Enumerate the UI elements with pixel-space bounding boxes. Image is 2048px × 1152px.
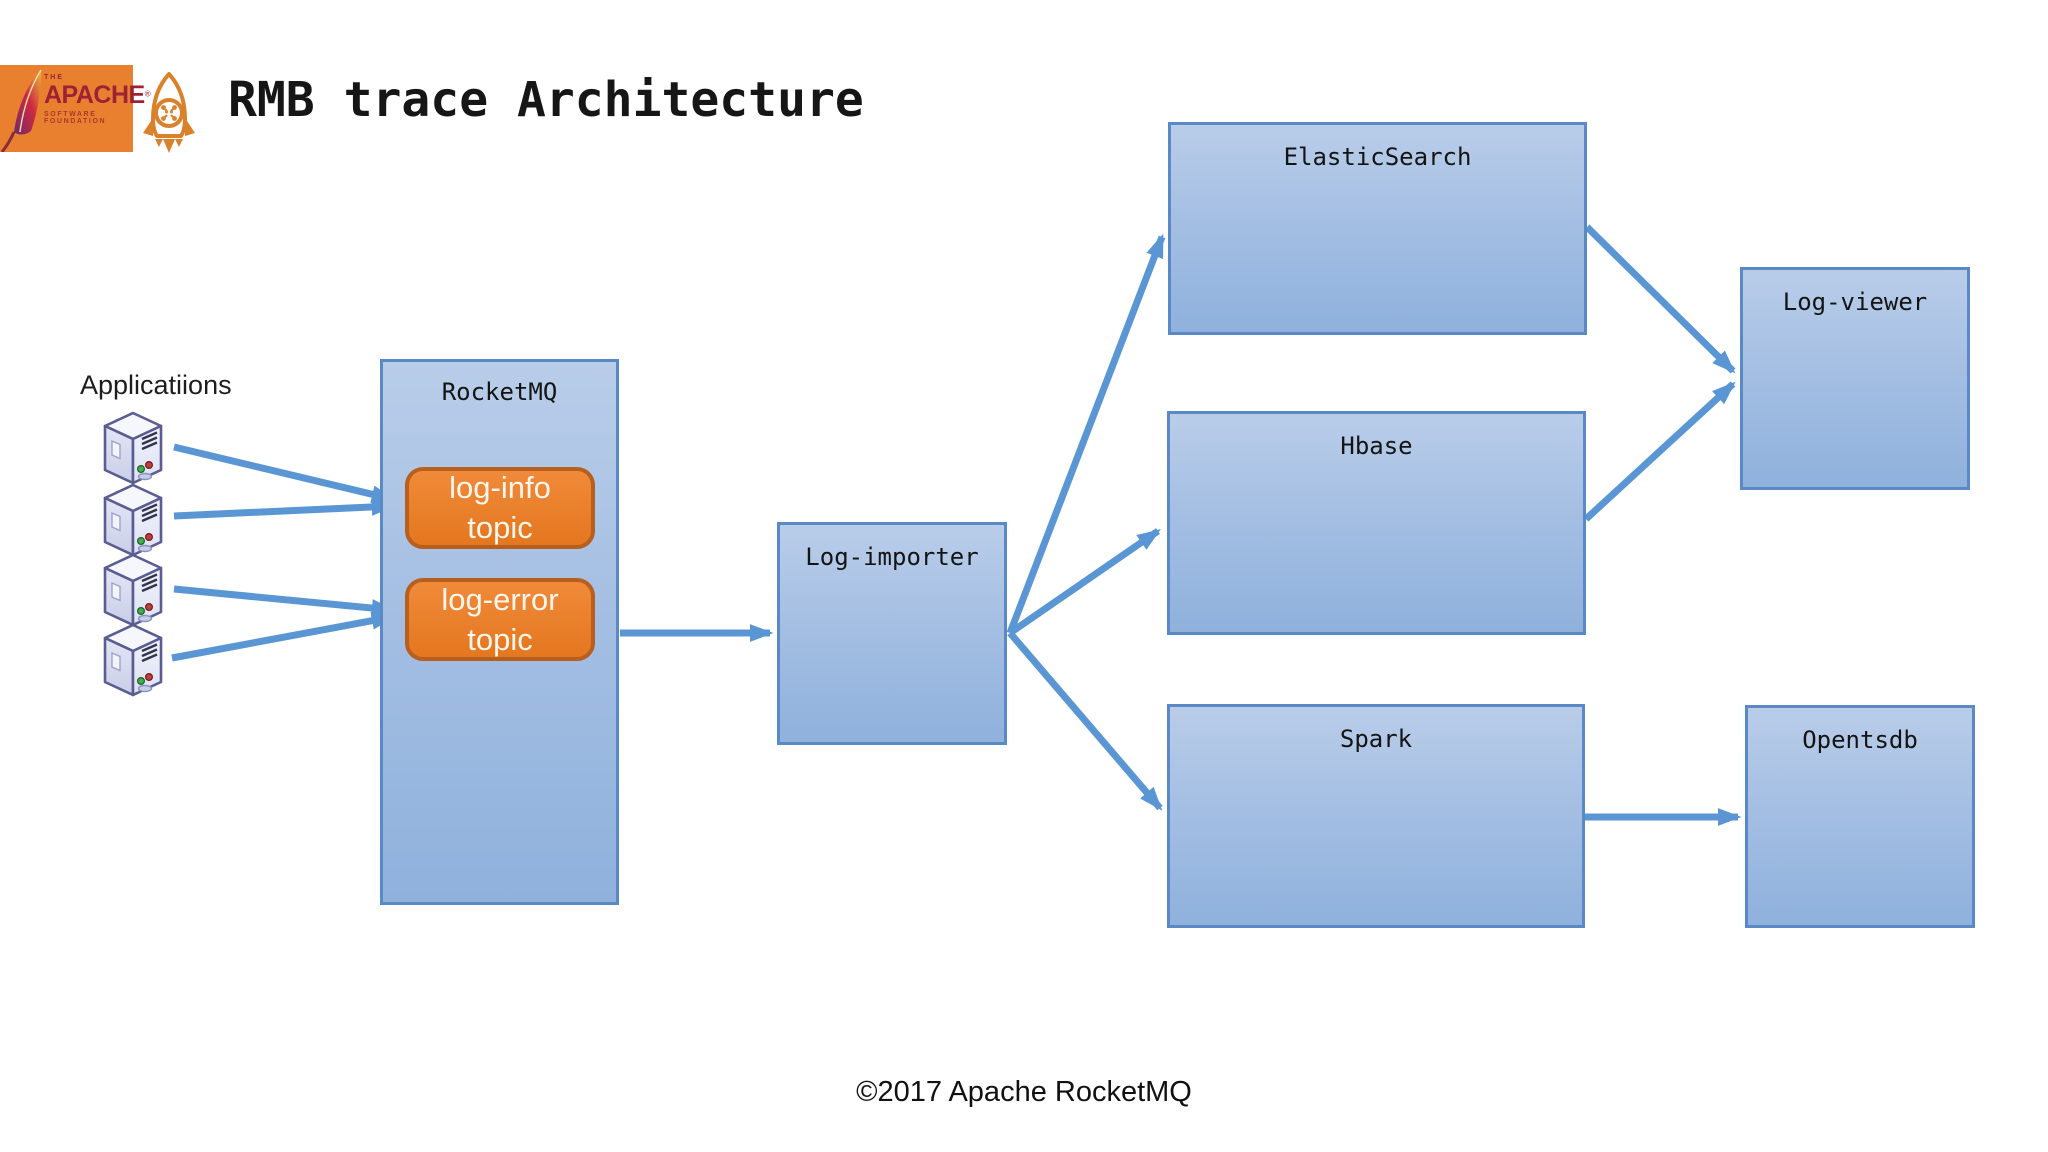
node-log-viewer: Log-viewer	[1740, 267, 1970, 490]
apache-feather-icon	[1, 69, 42, 152]
node-rocketmq-label: RocketMQ	[441, 378, 558, 406]
node-log-importer-label: Log-importer	[805, 543, 979, 571]
app-server-1	[103, 411, 163, 485]
apache-logo-the: THE	[44, 74, 64, 81]
arrow-app1-to-log-info-topic	[173, 443, 396, 503]
apache-logo-text: THE APACHE® SOFTWARE FOUNDATION	[44, 74, 151, 125]
arrow-log-importer-to-hbase	[1008, 528, 1161, 636]
copyright-text: ©2017 Apache RocketMQ	[856, 1076, 1192, 1108]
arrow-hbase-to-log-viewer	[1583, 381, 1736, 522]
apache-logo-name: APACHE	[44, 81, 145, 109]
arrow-log-importer-to-spark	[1007, 630, 1163, 811]
node-log-viewer-label: Log-viewer	[1782, 288, 1928, 316]
node-hbase: Hbase	[1167, 411, 1586, 635]
apache-logo-registered-mark: ®	[144, 89, 151, 99]
applications-label: Applicatiions	[80, 370, 232, 400]
node-log-info-topic: log-info topic	[405, 467, 595, 549]
apache-software-foundation-logo: THE APACHE® SOFTWARE FOUNDATION	[0, 65, 151, 152]
app-server-4	[103, 623, 163, 697]
arrow-app4-to-log-error-topic	[171, 611, 396, 662]
rocketmq-rocket-logo-icon	[143, 72, 195, 153]
arrow-log-importer-to-elasticsearch	[1006, 233, 1166, 635]
node-log-importer: Log-importer	[777, 522, 1007, 745]
log-info-topic-label-line2: topic	[467, 510, 533, 545]
node-log-error-topic: log-error topic	[405, 578, 595, 661]
page-title: RMB trace Architecture	[228, 72, 864, 128]
node-elasticsearch-label: ElasticSearch	[1283, 143, 1472, 171]
node-spark: Spark	[1167, 704, 1585, 928]
log-error-topic-label-line1: log-error	[441, 581, 559, 617]
node-elasticsearch: ElasticSearch	[1168, 122, 1587, 335]
arrow-elasticsearch-to-log-viewer	[1584, 224, 1736, 374]
arrow-app2-to-log-info-topic	[173, 498, 396, 520]
app-server-3	[103, 553, 163, 627]
node-spark-label: Spark	[1339, 725, 1413, 753]
arrow-app3-to-log-error-topic	[173, 585, 396, 617]
node-opentsdb-label: Opentsdb	[1802, 726, 1918, 754]
node-hbase-label: Hbase	[1340, 432, 1413, 460]
app-server-2	[103, 483, 163, 557]
log-error-topic-label-line2: topic	[467, 621, 533, 657]
log-info-topic-label-line1: log-info	[449, 470, 551, 505]
node-opentsdb: Opentsdb	[1745, 705, 1975, 928]
apache-logo-subtitle: SOFTWARE FOUNDATION	[44, 111, 107, 125]
